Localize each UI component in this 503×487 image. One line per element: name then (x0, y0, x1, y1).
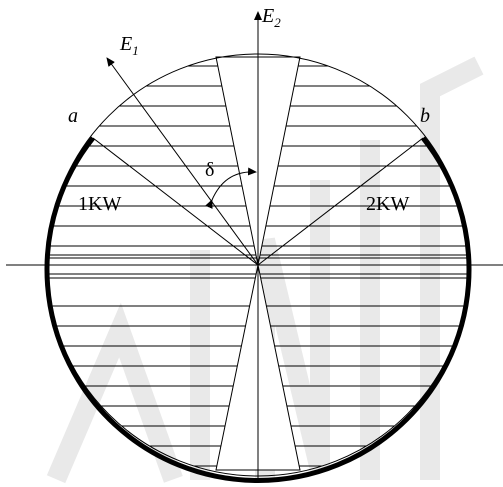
point-a-label: a (68, 105, 78, 127)
e1-label: E1 (119, 33, 139, 58)
delta-label: δ (205, 159, 214, 181)
e1-phasor-arrow (106, 57, 259, 266)
delta-arc (205, 167, 257, 209)
radius-a (92, 137, 259, 266)
e2-label: E2 (261, 5, 281, 30)
sector-left-label: 1KW (78, 193, 121, 215)
radius-b (257, 137, 424, 266)
sector-right-label: 2KW (366, 193, 409, 215)
point-b-label: b (420, 105, 430, 127)
